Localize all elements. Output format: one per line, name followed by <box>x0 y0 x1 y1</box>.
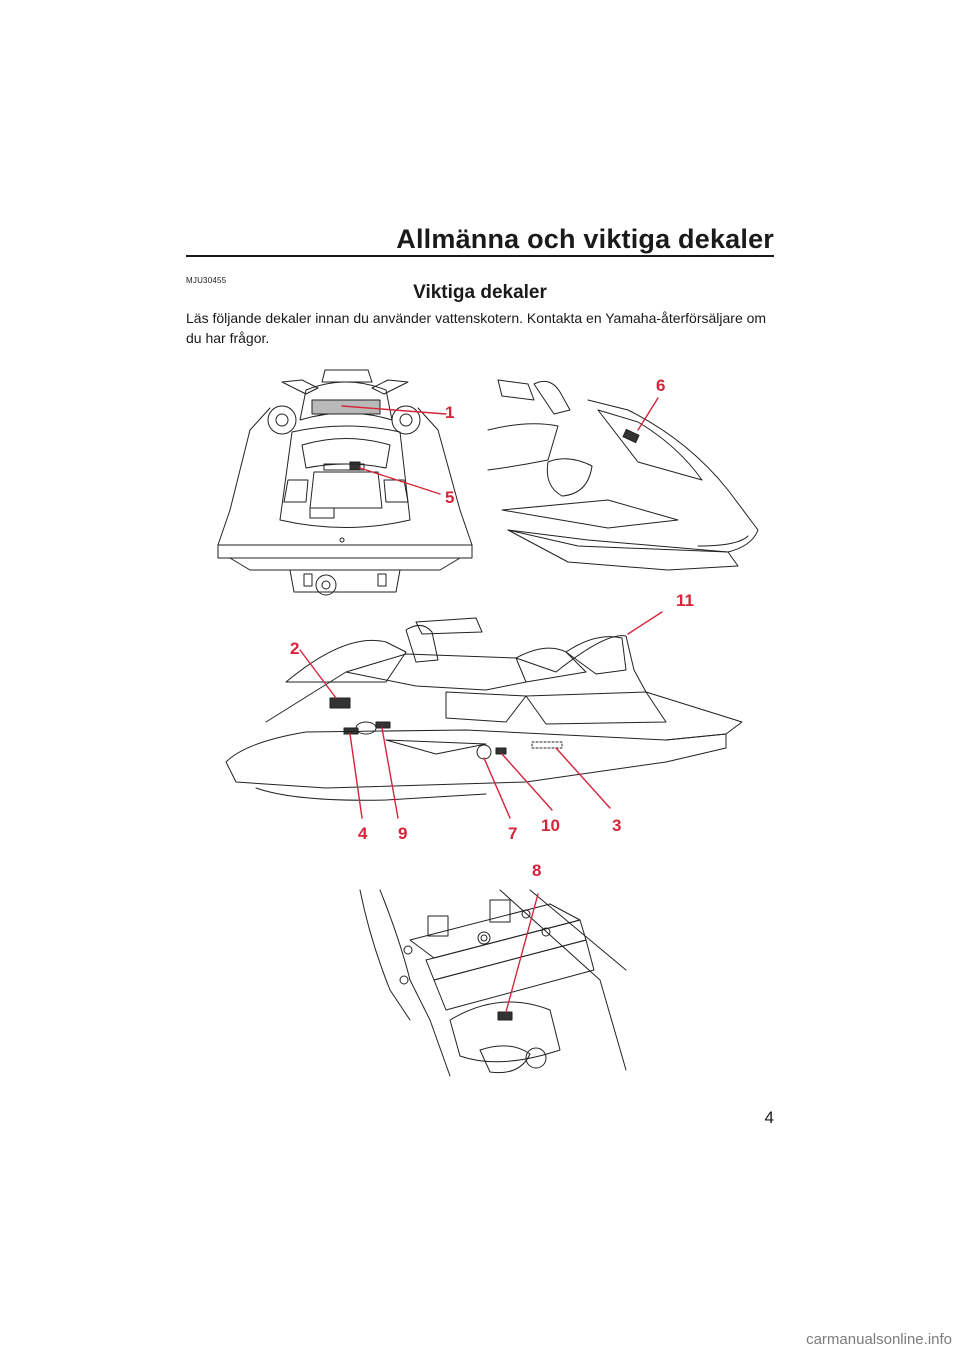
callout-5: 5 <box>445 488 455 507</box>
callout-9: 9 <box>398 824 408 843</box>
intro-paragraph: Läs följande dekaler innan du använder v… <box>186 310 767 346</box>
callout-11: 11 <box>676 591 694 610</box>
watermark: carmanualsonline.info <box>806 1331 952 1348</box>
callout-1: 1 <box>445 403 455 422</box>
section-title: Viktiga dekaler <box>413 282 547 303</box>
watercraft-bow-view-illustration <box>487 379 759 571</box>
callout-4: 4 <box>358 824 368 843</box>
header-rule <box>186 255 774 257</box>
page-number: 4 <box>764 1108 774 1127</box>
callout-10: 10 <box>541 816 560 835</box>
storage-compartment-illustration <box>359 889 627 1077</box>
reference-code: MJU30455 <box>186 276 227 285</box>
callout-2: 2 <box>290 639 300 658</box>
watercraft-top-view-illustration <box>217 369 473 596</box>
page-header-title: Allmänna och viktiga dekaler <box>396 224 774 254</box>
callout-8: 8 <box>532 861 542 880</box>
watercraft-side-view-illustration <box>225 611 743 819</box>
callout-6: 6 <box>656 376 666 395</box>
callout-3: 3 <box>612 816 622 835</box>
callout-7: 7 <box>508 824 518 843</box>
